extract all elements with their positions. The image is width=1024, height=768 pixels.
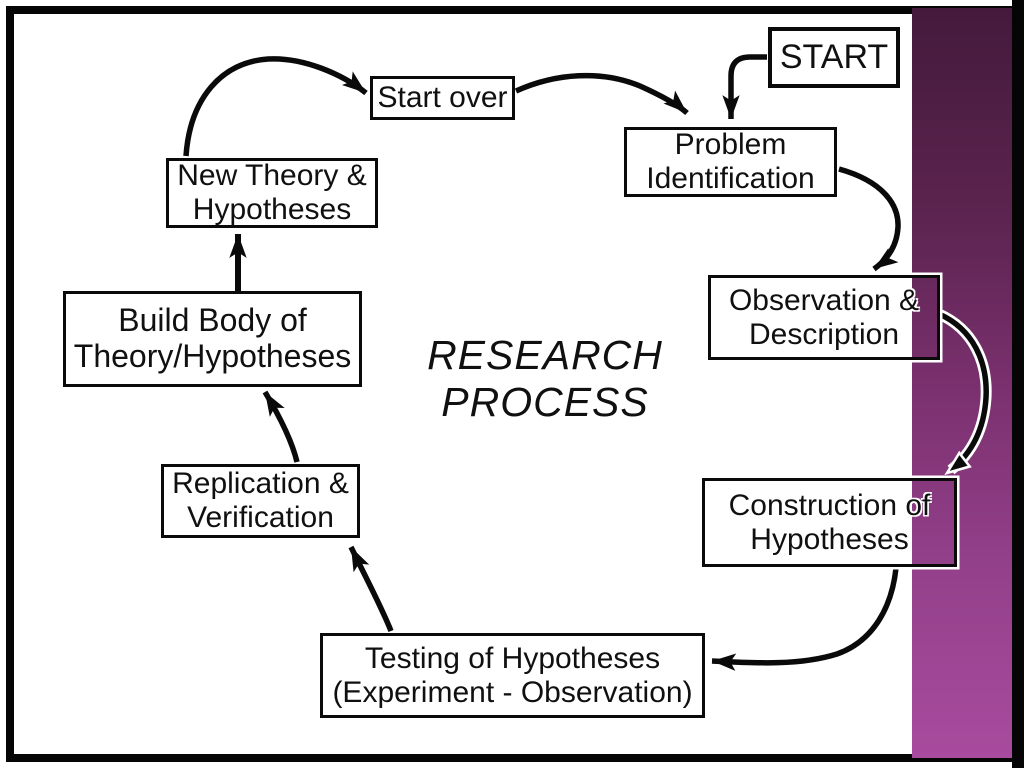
node-replication-line1: Replication & xyxy=(172,467,349,501)
node-problem-identification: Problem Identification xyxy=(624,127,837,197)
node-new-theory: New Theory & Hypotheses xyxy=(166,158,378,228)
node-build-body-line1: Build Body of xyxy=(118,302,307,339)
node-observation-line1: Observation & xyxy=(728,283,920,317)
arrow-observation-to-construction xyxy=(937,311,989,473)
node-problem-line1: Problem xyxy=(674,128,787,162)
arrow-observation-to-construction-head xyxy=(944,450,972,476)
diagram-title-line2: PROCESS xyxy=(441,379,649,426)
node-start-over: Start over xyxy=(370,76,515,120)
node-start: START xyxy=(768,27,900,88)
node-build-body: Build Body of Theory/Hypotheses xyxy=(63,291,362,387)
right-border-bar xyxy=(1012,0,1024,768)
arrow-problem-to-observation xyxy=(838,166,901,272)
node-build-body-line2: Theory/Hypotheses xyxy=(73,338,352,374)
diagram-title-line1: RESEARCH xyxy=(427,332,663,378)
node-observation-line2: Description xyxy=(748,317,900,351)
node-replication-line2: Verification xyxy=(187,501,334,534)
node-replication-verification: Replication & Verification xyxy=(161,464,360,538)
accent-stripe xyxy=(912,8,1014,758)
diagram-title: RESEARCH PROCESS xyxy=(395,332,695,426)
arrow-start-to-problem xyxy=(722,54,767,119)
node-start-label: START xyxy=(779,38,889,77)
node-new-theory-line2: Hypotheses xyxy=(192,193,352,226)
arrow-construction-to-testing xyxy=(711,567,899,671)
arrow-observation-to-construction-outline xyxy=(936,308,992,475)
node-testing-line2: (Experiment - Observation) xyxy=(332,675,693,709)
arrow-start-over-to-problem xyxy=(514,72,689,116)
arrow-replication-to-build-body xyxy=(262,390,300,463)
node-new-theory-line1: New Theory & xyxy=(177,159,367,193)
node-problem-line2: Identification xyxy=(646,162,815,195)
node-construction-line2: Hypotheses xyxy=(750,522,909,556)
node-observation-description: Observation & Description xyxy=(708,275,940,360)
node-construction-line1: Construction of xyxy=(728,488,931,522)
node-testing-line1: Testing of Hypotheses xyxy=(364,641,661,675)
arrow-testing-to-replication xyxy=(348,545,394,633)
arrow-new-theory-to-start-over xyxy=(183,56,368,157)
node-construction-hypotheses: Construction of Hypotheses xyxy=(702,478,957,567)
node-start-over-label: Start over xyxy=(377,81,508,115)
node-testing-hypotheses: Testing of Hypotheses (Experiment - Obse… xyxy=(320,633,705,718)
